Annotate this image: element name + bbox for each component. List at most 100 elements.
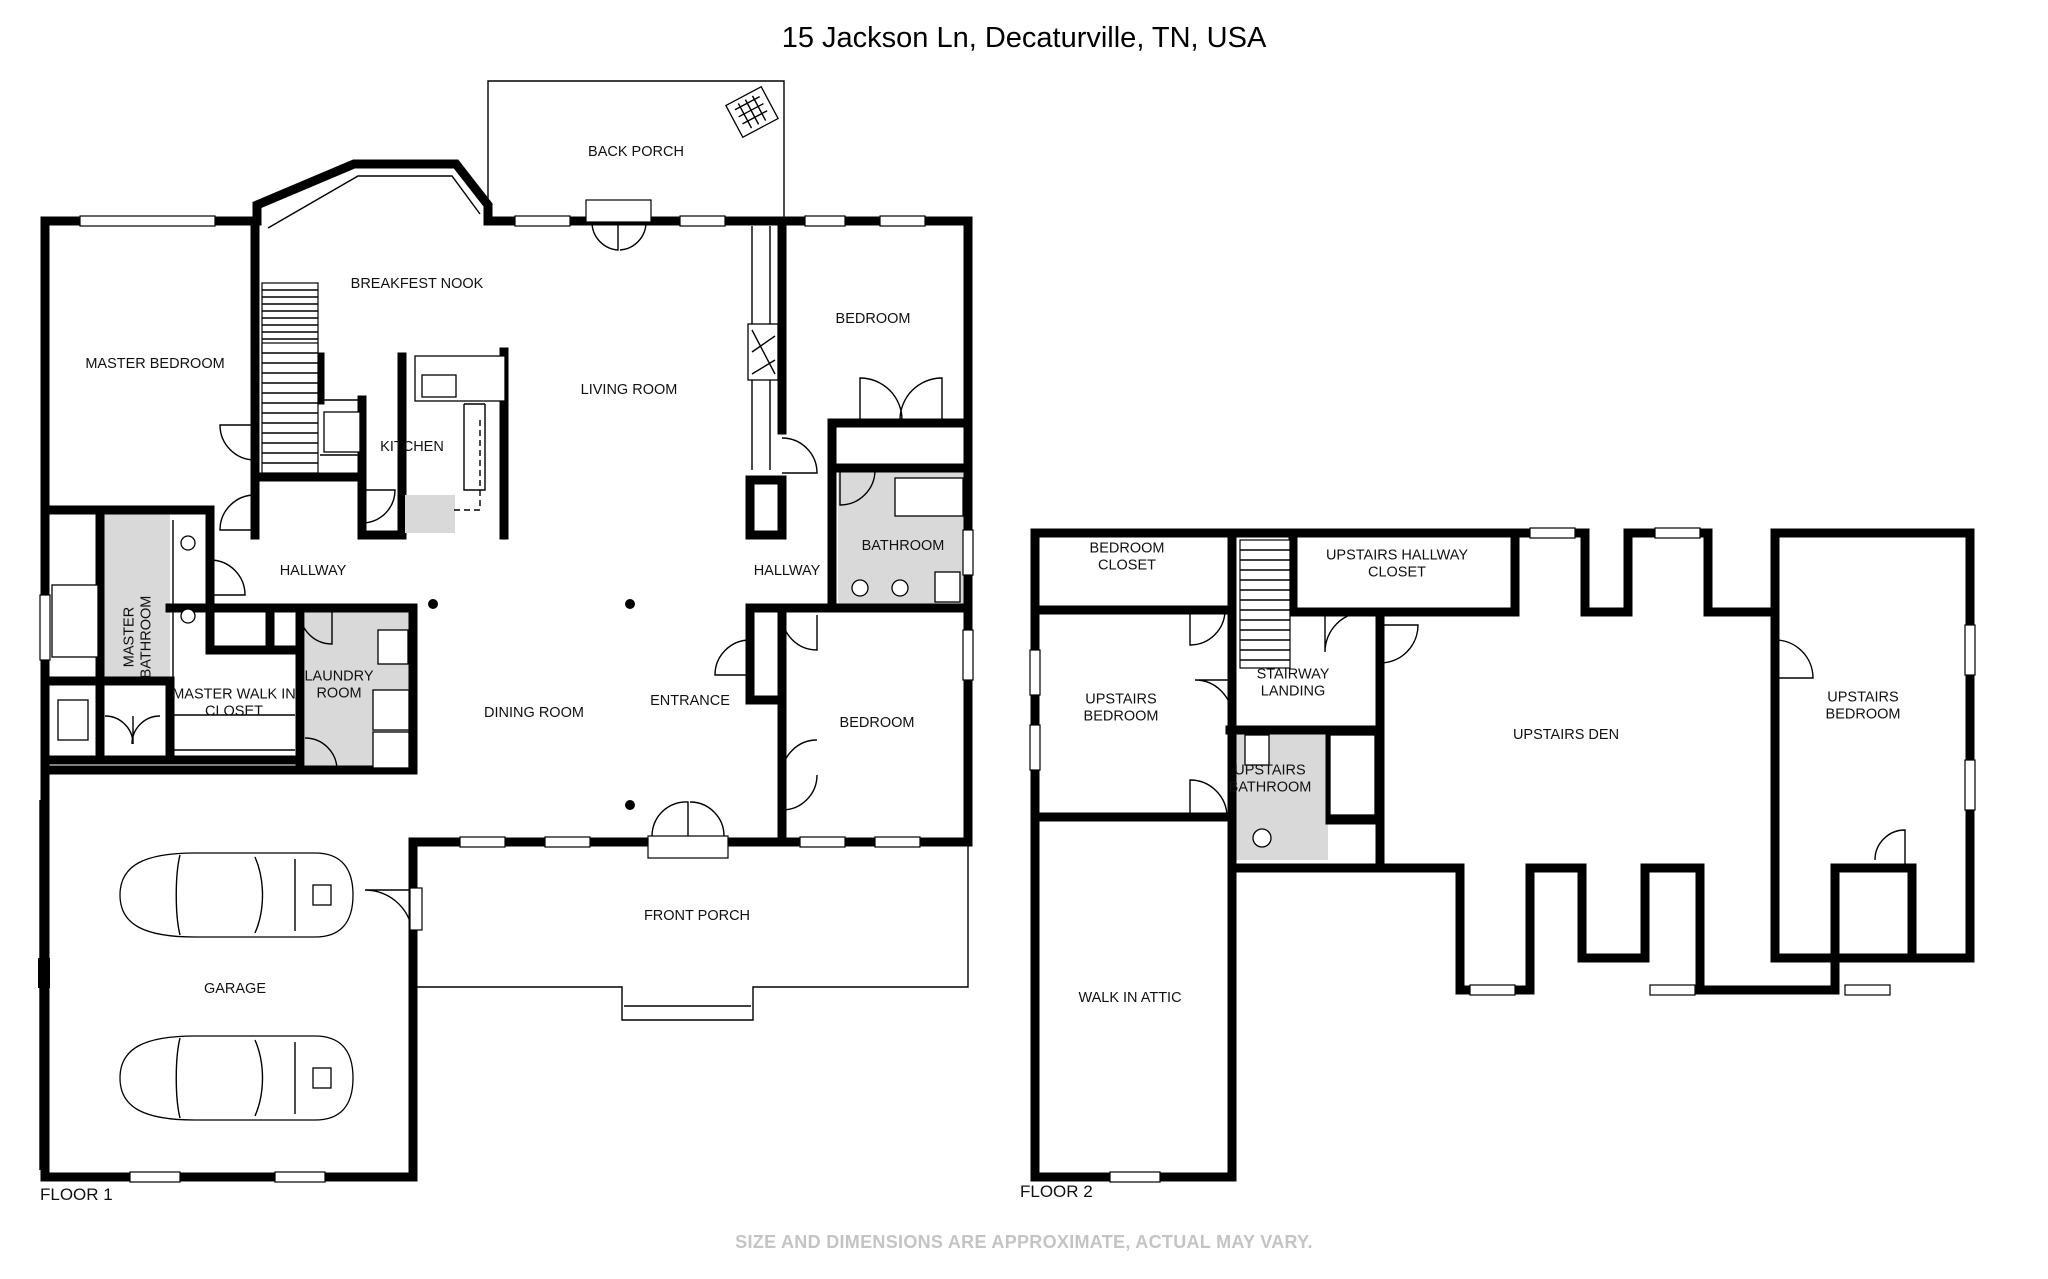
stove — [323, 411, 361, 453]
door — [781, 774, 818, 811]
room-label-dining-room: DINING ROOM — [484, 705, 584, 721]
room-label-master-bedroom: MASTER BEDROOM — [85, 356, 224, 372]
wall — [253, 395, 367, 540]
window — [804, 215, 846, 227]
door — [361, 489, 396, 524]
wall — [165, 505, 305, 655]
garage-entry-door — [364, 889, 414, 939]
room-label-line: UPSTAIRS — [1827, 690, 1898, 706]
room-label-kitchen: KITCHEN — [380, 439, 444, 455]
door — [304, 737, 338, 771]
door — [1379, 624, 1419, 664]
sink — [180, 608, 196, 624]
room-label-upstairs-den: UPSTAIRS DEN — [1513, 727, 1619, 743]
room-label-line: LANDING — [1261, 684, 1325, 700]
window — [879, 215, 926, 227]
room-label-breakfast-nook: BREAKFEST NOOK — [351, 276, 484, 292]
wall — [745, 216, 787, 540]
room-label-line: UPSTAIRS DEN — [1513, 727, 1619, 743]
window — [1109, 1171, 1161, 1183]
room-label-line: UPSTAIRS — [1085, 692, 1156, 708]
room-label-line: MASTER WALK IN — [172, 687, 296, 703]
laundry-sink — [377, 629, 409, 665]
sink — [180, 535, 196, 551]
room-label-line: FRONT PORCH — [644, 908, 750, 924]
room-label-garage: GARAGE — [204, 981, 266, 997]
room-label-line: LIVING ROOM — [581, 382, 678, 398]
bathtub — [894, 477, 964, 517]
door — [1874, 829, 1906, 868]
window — [459, 836, 506, 848]
garage-door-post — [38, 958, 50, 988]
room-label-line: BATHROOM — [862, 538, 945, 554]
room-label-line: HALLWAY — [280, 563, 347, 579]
door — [1189, 609, 1226, 646]
floor-2-label: FLOOR 2 — [1020, 1182, 1093, 1201]
door — [781, 739, 818, 776]
master-bathroom-floor — [100, 511, 170, 681]
room-label-bedroom-1: BEDROOM — [836, 311, 911, 327]
back-door-frame — [585, 199, 652, 223]
floor-1-plan — [38, 80, 974, 1183]
room-label-line: BEDROOM — [1084, 709, 1159, 725]
column — [625, 599, 635, 609]
window — [962, 629, 974, 681]
room-label-line: BACK PORCH — [588, 144, 684, 160]
window — [544, 836, 591, 848]
window — [1469, 984, 1516, 996]
column — [625, 800, 635, 810]
wall — [827, 418, 973, 611]
door — [714, 639, 751, 676]
room-label-line: BATHROOM — [139, 596, 155, 679]
sink — [851, 579, 869, 597]
wall — [40, 505, 105, 765]
room-label-line: HALLWAY — [754, 563, 821, 579]
window — [874, 836, 921, 848]
room-label-line: BEDROOM — [1090, 541, 1165, 557]
room-label-line: MASTER — [122, 607, 138, 667]
master-bath-door — [104, 715, 161, 745]
room-label-line: LAUNDRY — [304, 669, 373, 685]
window — [1529, 527, 1576, 539]
room-label-entrance: ENTRANCE — [650, 693, 730, 709]
window — [1964, 759, 1976, 811]
room-label-bathroom: BATHROOM — [862, 538, 945, 554]
door — [839, 469, 876, 506]
wall — [1030, 605, 1237, 822]
window — [962, 529, 974, 576]
room-label-line: BEDROOM — [836, 311, 911, 327]
room-label-line: WALK IN ATTIC — [1078, 990, 1181, 1006]
room-label-line: KITCHEN — [380, 439, 444, 455]
door — [299, 611, 333, 645]
room-label-line: CLOSET — [205, 704, 263, 720]
door — [219, 424, 256, 461]
sink — [1252, 828, 1272, 848]
counter-dashed — [454, 420, 481, 511]
front-porch-outline — [412, 842, 969, 1021]
room-label-line: UPSTAIRS — [1234, 763, 1305, 779]
room-label-line: BEDROOM — [1826, 707, 1901, 723]
room-label-living-room: LIVING ROOM — [581, 382, 678, 398]
window — [799, 836, 846, 848]
floor-2-den-wall — [1288, 528, 1975, 995]
fridge — [405, 495, 455, 533]
window — [39, 594, 51, 661]
window — [274, 1171, 326, 1183]
window — [129, 1171, 181, 1183]
room-label-line: BREAKFEST NOOK — [351, 276, 484, 292]
kitchen-sink — [421, 374, 457, 398]
floor-1-exterior-wall — [40, 159, 973, 1182]
room-label-hallway-right: HALLWAY — [754, 563, 821, 579]
wall — [745, 603, 787, 847]
room-labels: BACK PORCH BREAKFEST NOOK MASTER BEDROOM BE… — [85, 144, 1900, 1006]
stairs — [261, 282, 319, 474]
car-icon — [119, 1035, 354, 1121]
stairs — [1239, 539, 1291, 669]
door — [1774, 639, 1814, 679]
closet-double-door — [859, 377, 943, 421]
back-double-door — [591, 221, 647, 251]
window — [79, 215, 216, 227]
